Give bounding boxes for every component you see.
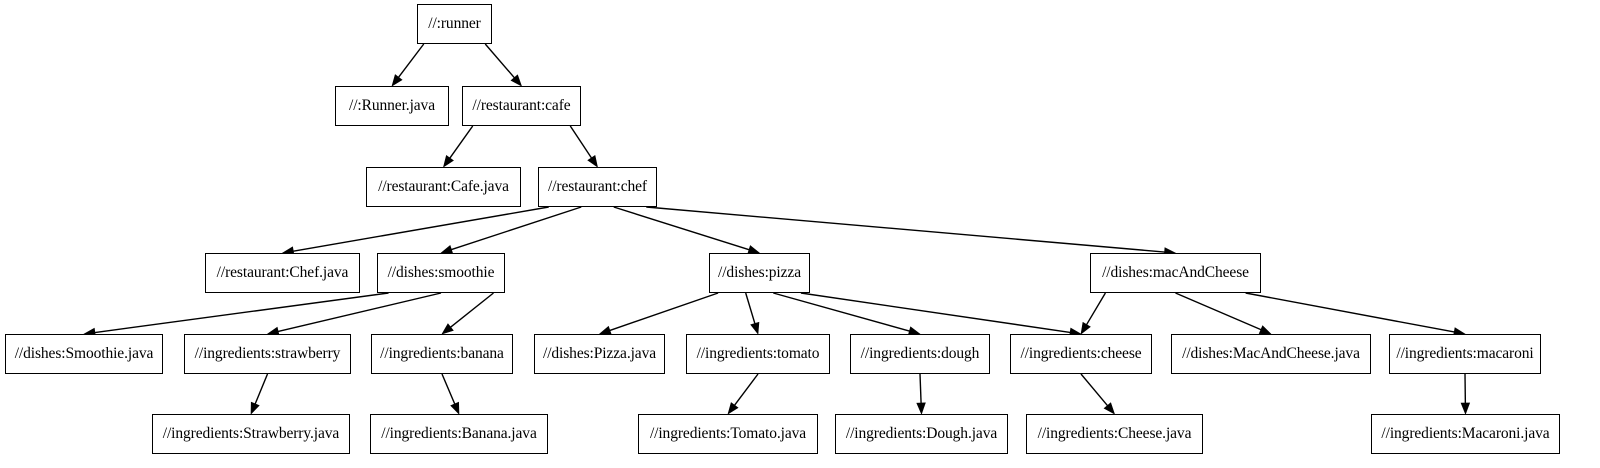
- graph-node-label: //ingredients:Tomato.java: [649, 425, 807, 443]
- graph-node-label: //ingredients:macaroni: [1396, 345, 1534, 363]
- graph-node-ing_tomato[interactable]: //ingredients:tomato: [686, 334, 830, 374]
- graph-node-label: //ingredients:strawberry: [194, 345, 341, 363]
- graph-node-runner_java[interactable]: //:Runner.java: [335, 86, 449, 126]
- graph-node-label: //ingredients:Banana.java: [381, 425, 537, 443]
- graph-node-label: //restaurant:chef: [548, 178, 647, 196]
- graph-node-restaurant_cafe_java[interactable]: //restaurant:Cafe.java: [366, 167, 521, 207]
- graph-node-ing_cheese_java[interactable]: //ingredients:Cheese.java: [1026, 414, 1203, 454]
- graph-node-label: //dishes:macAndCheese: [1102, 264, 1249, 282]
- graph-node-ing_dough_java[interactable]: //ingredients:Dough.java: [835, 414, 1008, 454]
- graph-node-ing_strawberry_java[interactable]: //ingredients:Strawberry.java: [152, 414, 350, 454]
- graph-node-dishes_smoothie_java[interactable]: //dishes:Smoothie.java: [5, 334, 163, 374]
- graph-node-label: //ingredients:Cheese.java: [1037, 425, 1192, 443]
- graph-node-dishes_macandcheese[interactable]: //dishes:macAndCheese: [1090, 253, 1261, 293]
- graph-node-dishes_macandcheese_java[interactable]: //dishes:MacAndCheese.java: [1171, 334, 1371, 374]
- graph-node-restaurant_cafe[interactable]: //restaurant:cafe: [462, 86, 581, 126]
- graph-node-runner[interactable]: //:runner: [417, 4, 492, 44]
- graph-node-dishes_pizza_java[interactable]: //dishes:Pizza.java: [534, 334, 665, 374]
- graph-node-ing_cheese[interactable]: //ingredients:cheese: [1010, 334, 1152, 374]
- graph-node-label: //dishes:Pizza.java: [542, 345, 657, 363]
- graph-node-label: //ingredients:tomato: [696, 345, 820, 363]
- graph-node-label: //dishes:pizza: [718, 264, 801, 282]
- graph-node-label: //restaurant:cafe: [472, 97, 571, 115]
- graph-node-label: //:Runner.java: [349, 97, 435, 115]
- graph-node-restaurant_chef[interactable]: //restaurant:chef: [538, 167, 657, 207]
- graph-node-ing_macaroni[interactable]: //ingredients:macaroni: [1389, 334, 1541, 374]
- graph-node-dishes_pizza[interactable]: //dishes:pizza: [709, 253, 810, 293]
- graph-node-dishes_smoothie[interactable]: //dishes:smoothie: [377, 253, 505, 293]
- graph-node-label: //restaurant:Cafe.java: [378, 178, 509, 196]
- graph-node-ing_strawberry[interactable]: //ingredients:strawberry: [184, 334, 351, 374]
- graph-node-ing_macaroni_java[interactable]: //ingredients:Macaroni.java: [1371, 414, 1560, 454]
- graph-node-restaurant_chef_java[interactable]: //restaurant:Chef.java: [205, 253, 360, 293]
- graph-node-label: //dishes:Smoothie.java: [14, 345, 154, 363]
- graph-node-label: //dishes:smoothie: [387, 264, 495, 282]
- graph-node-label: //ingredients:Dough.java: [845, 425, 998, 443]
- graph-node-ing_dough[interactable]: //ingredients:dough: [850, 334, 990, 374]
- graph-node-label: //ingredients:Strawberry.java: [162, 425, 340, 443]
- graph-node-label: //ingredients:banana: [380, 345, 504, 363]
- graph-node-label: //ingredients:cheese: [1020, 345, 1142, 363]
- graph-node-label: //dishes:MacAndCheese.java: [1182, 345, 1360, 363]
- graph-node-ing_tomato_java[interactable]: //ingredients:Tomato.java: [638, 414, 818, 454]
- graph-node-label: //:runner: [428, 15, 481, 33]
- graph-node-ing_banana[interactable]: //ingredients:banana: [371, 334, 513, 374]
- graph-node-label: //ingredients:dough: [860, 345, 980, 363]
- graph-node-label: //ingredients:Macaroni.java: [1381, 425, 1550, 443]
- graph-node-ing_banana_java[interactable]: //ingredients:Banana.java: [370, 414, 548, 454]
- graph-node-label: //restaurant:Chef.java: [216, 264, 349, 282]
